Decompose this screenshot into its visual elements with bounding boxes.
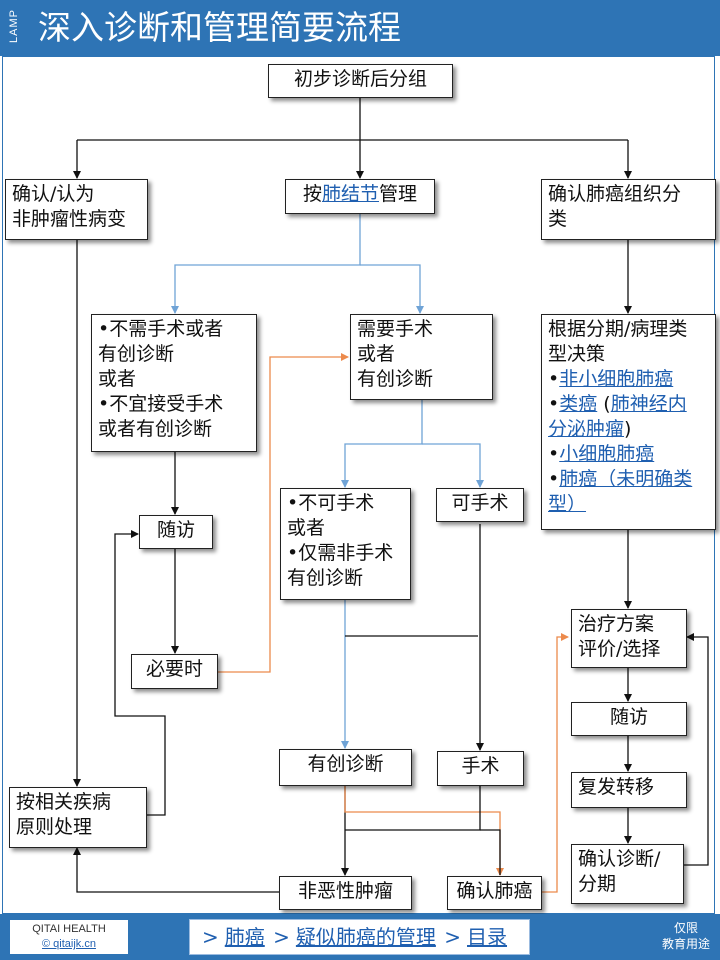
- node-confirmed-lung-cancer: 确认肺癌: [447, 876, 542, 910]
- connector: [345, 786, 481, 831]
- node-line: •不宜接受手术: [98, 393, 224, 415]
- node-line: 或者有创诊断: [98, 418, 213, 440]
- link-lung-nodule[interactable]: 肺结节: [321, 183, 379, 205]
- breadcrumb-separator: >: [202, 925, 219, 949]
- node-line: 按相关疾病: [16, 791, 112, 813]
- page-title: 深入诊断和管理简要流程: [38, 8, 401, 47]
- breadcrumb-link-contents[interactable]: 目录: [467, 925, 508, 949]
- node-operable: 可手术: [436, 488, 524, 522]
- connector: [218, 353, 349, 673]
- link-lung-cancer-unspecified-cont[interactable]: 型）: [548, 493, 587, 515]
- link-nsclc[interactable]: 非小细胞肺癌: [559, 368, 674, 390]
- link-neuroendocrine-cont[interactable]: 分泌肿瘤: [548, 418, 625, 440]
- connector: [360, 264, 424, 314]
- node-line: 类: [548, 208, 568, 230]
- node-recurrence: 复发转移: [571, 772, 687, 808]
- breadcrumb-separator: >: [273, 925, 290, 949]
- breadcrumb-link-suspected-management[interactable]: 疑似肺癌的管理: [295, 925, 436, 949]
- node-line: 或者: [98, 368, 137, 390]
- breadcrumb-link-lung-cancer[interactable]: 肺癌: [224, 925, 265, 949]
- node-treatment-selection: 治疗方案 评价/选择: [571, 609, 687, 668]
- node-staging-decision: 根据分期/病理类 型决策 •非小细胞肺癌 •类癌 (肺神经内 分泌肿瘤) •小细…: [541, 314, 716, 530]
- node-invasive-diagnosis: 有创诊断: [279, 749, 412, 786]
- node-per-disease-handling: 按相关疾病 原则处理: [9, 787, 147, 848]
- node-line: 或者: [357, 343, 396, 365]
- breadcrumb-separator: >: [444, 925, 462, 949]
- node-no-surgery-needed: •不需手术或者 有创诊断 或者 •不宜接受手术 或者有创诊断: [91, 314, 257, 452]
- link-neuroendocrine[interactable]: 肺神经内: [610, 393, 687, 415]
- node-line: •仅需非手术: [287, 542, 394, 564]
- node-followup-left: 随访: [139, 515, 213, 549]
- connector: [542, 633, 569, 893]
- brand-url-link[interactable]: © qitaijk.cn: [42, 938, 96, 950]
- node-line: 非肿瘤性病变: [12, 208, 127, 230]
- flow-connectors: [73, 98, 709, 893]
- node-line: 治疗方案: [578, 613, 655, 635]
- brand-name: QITAI HEALTH: [32, 923, 106, 935]
- connector: [422, 443, 484, 488]
- connector: [73, 847, 279, 893]
- link-carcinoid[interactable]: 类癌: [559, 393, 598, 415]
- node-line: •不可手术: [287, 492, 375, 514]
- connector: [114, 530, 166, 816]
- node-when-needed: 必要时: [131, 654, 218, 689]
- node-line: 型决策: [548, 343, 606, 365]
- node-line: 原则处理: [16, 816, 93, 838]
- node-line: 有创诊断: [287, 567, 364, 589]
- connector: [171, 214, 361, 314]
- node-line: 根据分期/病理类: [548, 318, 688, 340]
- footer-bar: QITAI HEALTH © qitaijk.cn >肺癌 >疑似肺癌的管理 >…: [0, 914, 720, 960]
- node-confirm-diagnosis-staging: 确认诊断/ 分期: [571, 844, 684, 904]
- node-line: 确认诊断/: [578, 848, 661, 870]
- breadcrumb: >肺癌 >疑似肺癌的管理 >目录: [189, 919, 530, 955]
- node-line: 需要手术: [357, 318, 434, 340]
- brand-logo: QITAI HEALTH © qitaijk.cn: [10, 920, 128, 954]
- node-nodule-management: 按肺结节管理: [285, 179, 435, 214]
- node-line: 有创诊断: [98, 343, 175, 365]
- education-use-note: 仅限 教育用途: [661, 921, 710, 951]
- link-lung-cancer-unspecified[interactable]: 肺癌（未明确类: [559, 468, 693, 490]
- header-bar: LAMP 深入诊断和管理简要流程: [0, 0, 720, 56]
- node-line: 分期: [578, 873, 617, 895]
- node-line: 确认肺癌组织分: [548, 183, 682, 205]
- node-non-malignant: 非恶性肿瘤: [279, 876, 412, 910]
- connector: [684, 633, 709, 866]
- node-followup-right: 随访: [571, 702, 687, 736]
- node-surgery-needed: 需要手术 或者 有创诊断: [350, 314, 493, 400]
- node-inoperable: •不可手术 或者 •仅需非手术 有创诊断: [280, 488, 411, 600]
- node-line: 或者: [287, 517, 326, 539]
- node-surgery: 手术: [437, 751, 524, 786]
- connector: [480, 829, 501, 875]
- link-sclc[interactable]: 小细胞肺癌: [559, 443, 655, 465]
- node-line: 评价/选择: [578, 638, 661, 660]
- node-line: 有创诊断: [357, 368, 434, 390]
- node-initial-grouping: 初步诊断后分组: [268, 64, 453, 98]
- node-line: •不需手术或者: [98, 318, 224, 340]
- node-line: 确认/认为: [12, 183, 95, 205]
- connector: [341, 400, 423, 488]
- node-cancer-histology: 确认肺癌组织分 类: [541, 179, 716, 240]
- node-benign-confirmed: 确认/认为 非肿瘤性病变: [5, 179, 148, 240]
